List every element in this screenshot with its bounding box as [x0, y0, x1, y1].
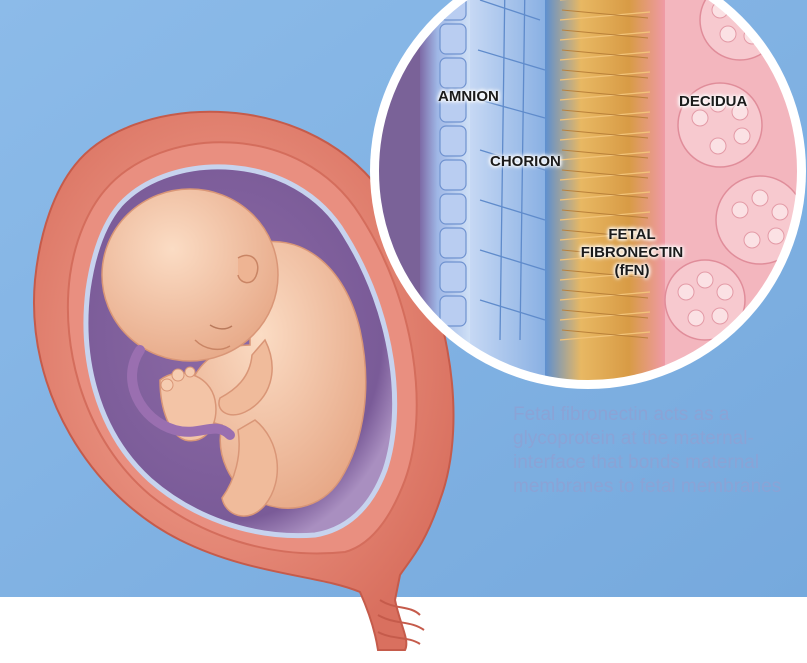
fetal-fibronectin-line-3: (fFN) [572, 262, 692, 280]
caption-text: Fetal fibronectin acts as a glycoprotein… [513, 403, 807, 523]
fetal-fibronectin-label: FETAL FIBRONECTIN (fFN) [572, 226, 692, 280]
decidua-label: DECIDUA [679, 93, 747, 111]
fetal-fibronectin-line-2: FIBRONECTIN [572, 244, 692, 262]
amnion-label: AMNION [438, 88, 499, 106]
fetal-fibronectin-line-1: FETAL [572, 226, 692, 244]
chorion-label: CHORION [490, 153, 561, 171]
